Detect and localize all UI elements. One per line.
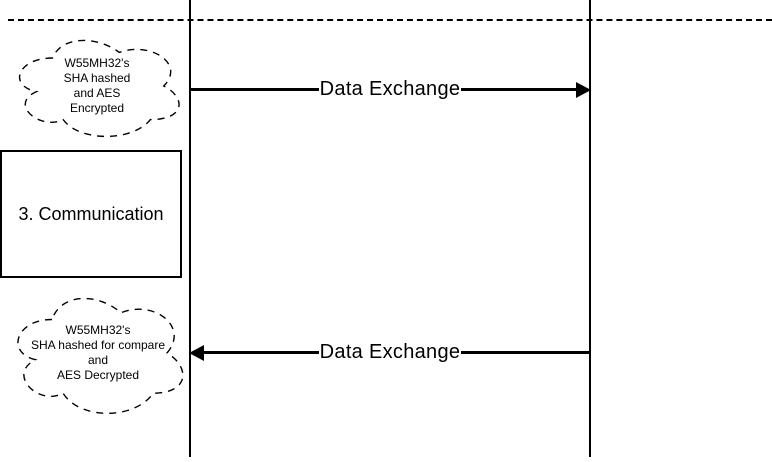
cloud-text-line: W55MH32's — [64, 56, 130, 70]
cloud-text-line: and — [87, 353, 109, 367]
arrowhead-left-icon — [189, 345, 204, 361]
cloud-text-line: AES Decrypted — [56, 368, 140, 382]
right-lifeline — [589, 0, 591, 457]
cloud-decrypted-text: W55MH32's SHA hashed for compare and AES… — [6, 286, 190, 420]
cloud-text-line: SHA hashed for compare — [30, 338, 166, 352]
message-label-text: Data Exchange — [318, 77, 462, 101]
cloud-outline-icon — [17, 297, 184, 414]
message-label-top: Data Exchange — [190, 77, 590, 103]
cloud-outline-icon — [18, 39, 180, 137]
cloud-encrypted-note: W55MH32's SHA hashed and AES Encrypted — [8, 30, 186, 142]
cloud-text-line: Encrypted — [69, 101, 125, 115]
message-label-text: Data Exchange — [318, 340, 462, 364]
cloud-text-line: W55MH32's — [65, 323, 131, 337]
cloud-decrypted-note: W55MH32's SHA hashed for compare and AES… — [6, 286, 190, 420]
step-box-communication: 3. Communication — [0, 150, 182, 278]
arrowhead-right-icon — [576, 82, 591, 98]
step-box-label: 3. Communication — [18, 203, 164, 224]
message-label-bottom: Data Exchange — [190, 340, 590, 366]
cloud-text-line: SHA hashed — [63, 71, 131, 85]
cloud-encrypted-text: W55MH32's SHA hashed and AES Encrypted — [8, 30, 186, 142]
top-boundary-dashed-line — [8, 19, 772, 21]
left-lifeline — [189, 0, 191, 457]
cloud-text-line: and AES — [73, 86, 121, 100]
